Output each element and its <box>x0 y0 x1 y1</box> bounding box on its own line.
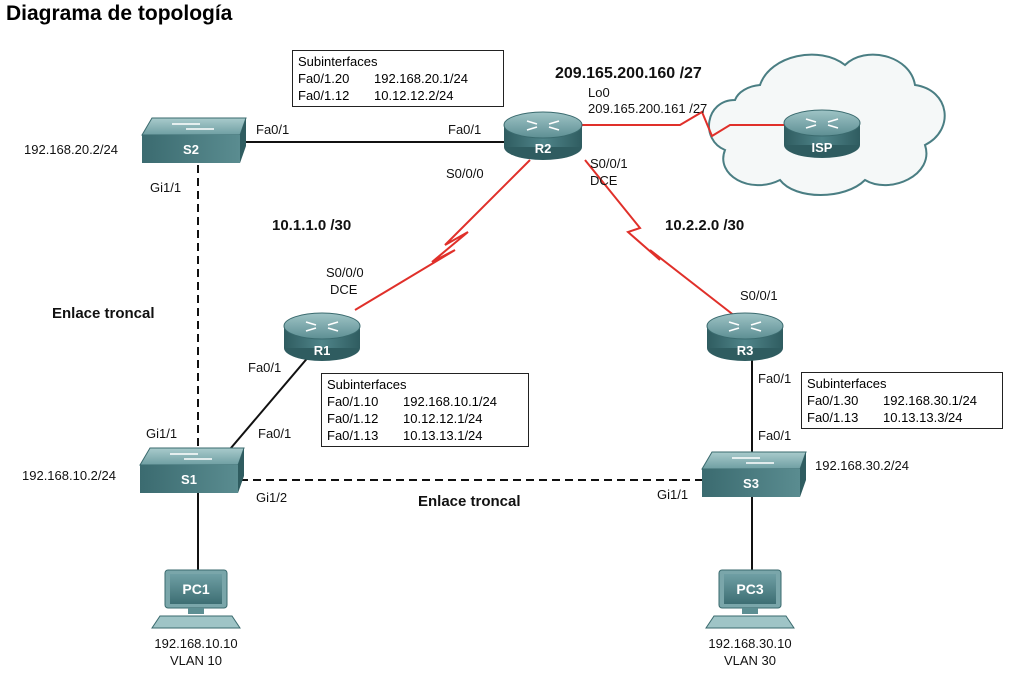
s2-gi-label: Gi1/1 <box>150 180 181 195</box>
trunk-label-left: Enlace troncal <box>52 305 155 322</box>
pc-pc3[interactable]: PC3 <box>705 569 795 629</box>
router-isp[interactable]: ISP <box>783 109 861 158</box>
box-heading: Subinterfaces <box>327 377 407 392</box>
device-name: S2 <box>183 142 199 157</box>
s3-gi-label: Gi1/1 <box>657 487 688 502</box>
s3-ip-label: 192.168.30.2/24 <box>815 458 909 473</box>
s1-fa-label: Fa0/1 <box>258 426 291 441</box>
box-heading: Subinterfaces <box>807 376 887 391</box>
pc-pc1[interactable]: PC1 <box>151 569 241 629</box>
device-name: PC1 <box>182 581 209 597</box>
pc3-vlan-label: VLAN 30 <box>724 653 776 668</box>
network-label-isp: 209.165.200.160 /27 <box>555 65 702 82</box>
device-name: ISP <box>812 140 833 155</box>
serial-link-icon <box>354 159 531 311</box>
r1-fa-label: Fa0/1 <box>248 360 281 375</box>
pc3-ip-label: 192.168.30.10 <box>708 636 791 651</box>
router-icon <box>805 118 839 129</box>
router-r1[interactable]: R1 <box>283 312 361 361</box>
r1-s000-label: S0/0/0 <box>326 265 364 280</box>
pc1-ip-label: 192.168.10.10 <box>154 636 237 651</box>
r1-dce-label: DCE <box>330 282 358 297</box>
router-icon <box>305 321 339 332</box>
serial-link-r2-isp <box>575 110 790 138</box>
link-r1-s1 <box>224 354 311 456</box>
pc1-vlan-label: VLAN 10 <box>170 653 222 668</box>
s1-gi12-label: Gi1/2 <box>256 490 287 505</box>
network-label-r2r3: 10.2.2.0 /30 <box>665 217 744 234</box>
page-title: Diagrama de topología <box>6 2 233 25</box>
r3-fa-label: Fa0/1 <box>758 371 791 386</box>
trunk-label-bottom: Enlace troncal <box>418 493 521 510</box>
switch-icon <box>172 123 214 130</box>
s2-fa-label: Fa0/1 <box>256 122 289 137</box>
device-name: S1 <box>181 472 197 487</box>
box-heading: Subinterfaces <box>298 54 378 69</box>
s3-fa-label: Fa0/1 <box>758 428 791 443</box>
switch-icon <box>170 453 212 460</box>
device-name: R3 <box>737 343 754 358</box>
s2-ip-label: 192.168.20.2/24 <box>24 142 118 157</box>
r2-s001-label: S0/0/1 <box>590 156 628 171</box>
switch-s1[interactable]: S1 <box>139 447 245 493</box>
s1-gi11-label: Gi1/1 <box>146 426 177 441</box>
r2-dce-label: DCE <box>590 173 618 188</box>
device-name: R1 <box>314 343 331 358</box>
serial-link-r2-r3 <box>584 159 741 321</box>
device-name: PC3 <box>736 581 763 597</box>
r2-lo-label: Lo0 <box>588 85 610 100</box>
switch-icon <box>732 457 774 464</box>
router-r2[interactable]: R2 <box>503 111 583 160</box>
router-r3[interactable]: R3 <box>706 312 784 361</box>
device-name: S3 <box>743 476 759 491</box>
router-icon <box>526 120 560 131</box>
r3-s001-label: S0/0/1 <box>740 288 778 303</box>
switch-s2[interactable]: S2 <box>141 117 247 163</box>
r2-fa-label: Fa0/1 <box>448 122 481 137</box>
router-icon <box>728 321 762 332</box>
switch-s3[interactable]: S3 <box>701 451 807 497</box>
network-label-r1r2: 10.1.1.0 /30 <box>272 217 351 234</box>
s1-ip-label: 192.168.10.2/24 <box>22 468 116 483</box>
r2-lo-ip-label: 209.165.200.161 /27 <box>588 101 707 116</box>
r2-s000-label: S0/0/0 <box>446 166 484 181</box>
device-name: R2 <box>535 141 552 156</box>
